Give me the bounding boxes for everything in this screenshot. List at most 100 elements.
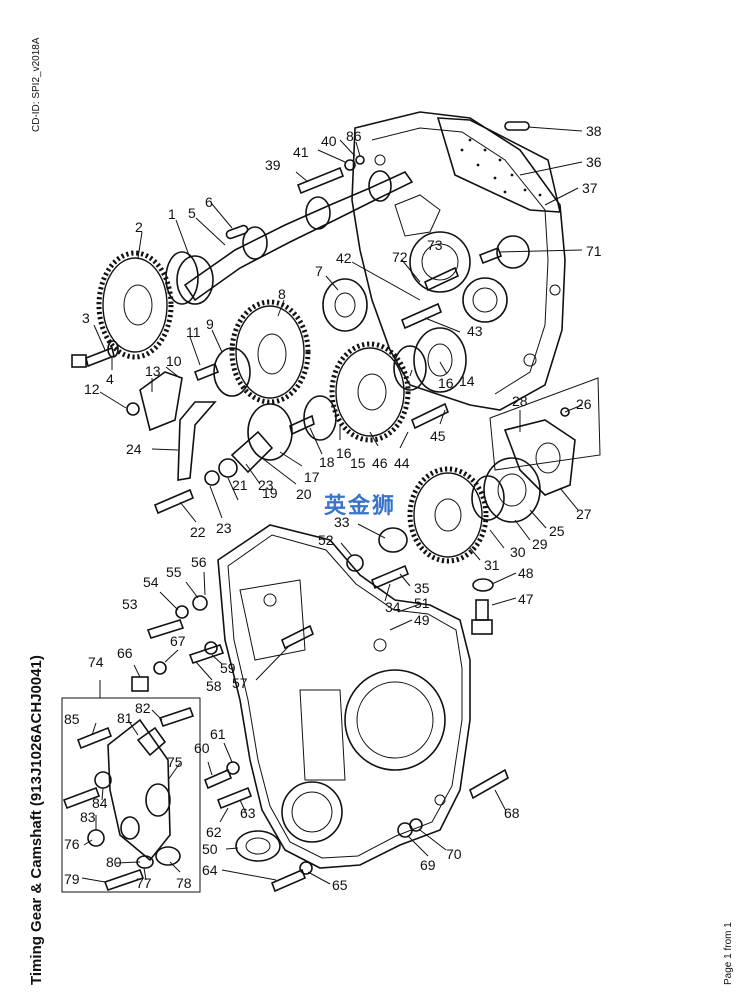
callout-34: 34 (385, 599, 401, 615)
callout-4: 4 (106, 371, 114, 387)
oil-jet-assembly (204, 403, 293, 486)
callout-52: 52 (318, 532, 334, 548)
callout-18: 18 (319, 454, 335, 470)
callout-22: 22 (190, 524, 206, 540)
callout-26: 26 (576, 396, 592, 412)
plug-26 (560, 407, 570, 417)
callout-61: 61 (210, 726, 226, 742)
callout-77: 77 (136, 875, 152, 891)
bolt-39 (296, 166, 345, 195)
callout-24: 24 (126, 441, 142, 457)
bolt-60 (203, 768, 233, 790)
callout-6: 6 (205, 194, 213, 210)
callout-81: 81 (117, 710, 133, 726)
camshaft-gear (96, 250, 199, 360)
callout-58: 58 (206, 678, 222, 694)
callout-55: 55 (166, 564, 182, 580)
bolt-57 (280, 624, 315, 650)
callout-27: 27 (576, 506, 592, 522)
callout-49: 49 (414, 612, 430, 628)
callout-74: 74 (88, 654, 104, 670)
watermark: 英金狮 (324, 494, 397, 519)
tube-24 (177, 401, 217, 481)
callout-35: 35 (414, 580, 430, 596)
callout-80: 80 (106, 854, 122, 870)
callout-44: 44 (394, 455, 410, 471)
callout-29: 29 (532, 536, 548, 552)
callout-43: 43 (467, 323, 483, 339)
callout-10: 10 (166, 353, 182, 369)
gasket-plate (436, 117, 562, 213)
bolt-58 (188, 643, 225, 665)
stud-68 (469, 768, 509, 800)
callout-11: 11 (186, 324, 201, 340)
pump-body-25 (471, 377, 601, 523)
callout-84: 84 (92, 795, 108, 811)
callout-57: 57 (232, 675, 248, 691)
bolt-64 (270, 868, 307, 893)
callout-31: 31 (484, 557, 500, 573)
bolt-45 (410, 402, 450, 430)
callout-33: 33 (334, 514, 350, 530)
bolt-22 (153, 488, 195, 515)
callout-41: 41 (293, 144, 309, 160)
callout-71: 71 (586, 243, 602, 259)
callout-39: 39 (265, 157, 281, 173)
hub-14 (393, 327, 467, 393)
shaft-16 (289, 414, 315, 436)
thrust-washer-9 (213, 347, 251, 397)
callout-9: 9 (206, 316, 214, 332)
callout-7: 7 (315, 263, 323, 279)
callout-66: 66 (117, 645, 133, 661)
plug-52 (346, 554, 364, 572)
callout-19: 19 (262, 485, 278, 501)
stud-10 (193, 362, 220, 382)
plug-66 (131, 676, 149, 692)
callout-labels: 1 2 3 4 5 6 7 8 9 10 11 12 13 14 15 16 1… (64, 123, 602, 893)
callout-78: 78 (176, 875, 192, 891)
washer-70 (409, 818, 423, 832)
callout-85: 85 (64, 711, 80, 727)
callout-62: 62 (206, 824, 222, 840)
callout-21: 21 (232, 477, 248, 493)
callout-46: 46 (372, 455, 388, 471)
callout-45: 45 (430, 428, 446, 444)
callout-23a: 23 (216, 520, 232, 536)
callout-86: 86 (346, 128, 362, 144)
callout-50: 50 (202, 841, 218, 857)
callout-68: 68 (504, 805, 520, 821)
callout-16b: 16 (438, 375, 454, 391)
bolt-47 (471, 599, 493, 635)
callout-82: 82 (135, 700, 151, 716)
callout-13: 13 (145, 363, 161, 379)
callout-17: 17 (304, 469, 320, 485)
camshaft (176, 170, 414, 305)
callout-14: 14 (459, 373, 475, 389)
bolt-43 (400, 302, 443, 330)
callout-25: 25 (549, 523, 565, 539)
callout-53: 53 (122, 596, 138, 612)
callout-12: 12 (84, 381, 100, 397)
leader-lines (81, 126, 583, 885)
callout-20: 20 (296, 486, 312, 502)
bolt-62 (216, 786, 253, 810)
callout-83: 83 (80, 809, 96, 825)
callout-40: 40 (321, 133, 337, 149)
callout-54: 54 (143, 574, 159, 590)
callout-76: 76 (64, 836, 80, 852)
plate-13 (139, 371, 183, 432)
callout-64: 64 (202, 862, 218, 878)
callout-37: 37 (582, 180, 598, 196)
callout-48: 48 (518, 565, 534, 581)
callout-56: 56 (191, 554, 207, 570)
callout-79: 79 (64, 871, 80, 887)
callout-36: 36 (586, 154, 602, 170)
crank-gear-15 (329, 341, 411, 443)
callout-42: 42 (336, 250, 352, 266)
pump-gear-31 (407, 466, 489, 564)
callout-72: 72 (392, 249, 408, 265)
callout-8: 8 (278, 286, 286, 302)
callout-65: 65 (332, 877, 348, 893)
callout-38: 38 (586, 123, 602, 139)
